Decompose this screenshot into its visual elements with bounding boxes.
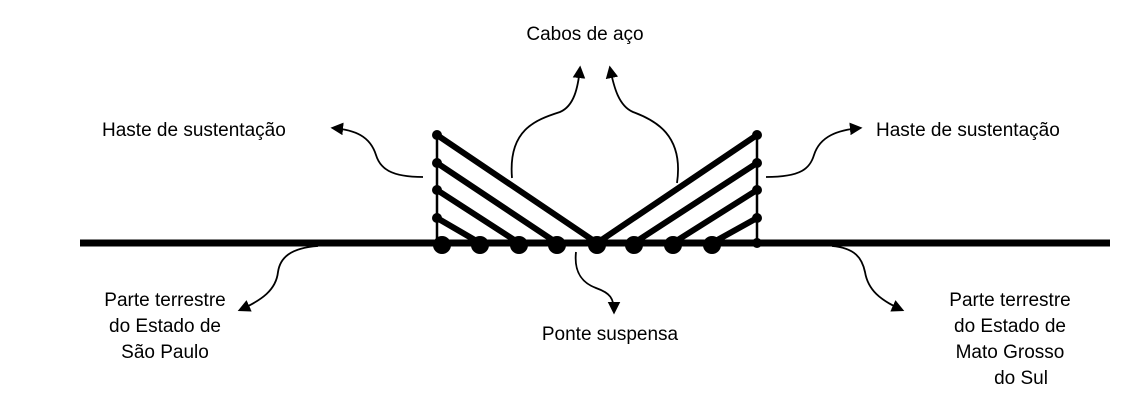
callout-arrow-rod-left (330, 122, 424, 178)
callout-arrow-rod-right (765, 122, 863, 178)
callout-arrow-cables-left (510, 65, 586, 179)
callout-arrow-land-ms (831, 245, 905, 312)
label-cables: Cabos de aço (526, 24, 644, 45)
label-rod-right: Haste de sustentação (876, 120, 1060, 141)
label-land-mato-grosso-do-sul: Parte terrestre do Estado de Mato Grosso… (949, 290, 1071, 389)
deck-anchor-points (433, 236, 721, 254)
steel-cables-right (594, 132, 760, 246)
steel-cables-left (434, 132, 600, 246)
callout-arrow-land-sp (237, 245, 319, 312)
callout-arrow-bridge (574, 251, 621, 315)
rod-joints (432, 130, 762, 248)
label-bridge: Ponte suspensa (541, 324, 679, 345)
label-rod-left: Haste de sustentação (102, 120, 286, 141)
callout-arrow-cables-right (605, 65, 679, 184)
label-land-sao-paulo: Parte terrestre do Estado de São Paulo (104, 290, 226, 363)
